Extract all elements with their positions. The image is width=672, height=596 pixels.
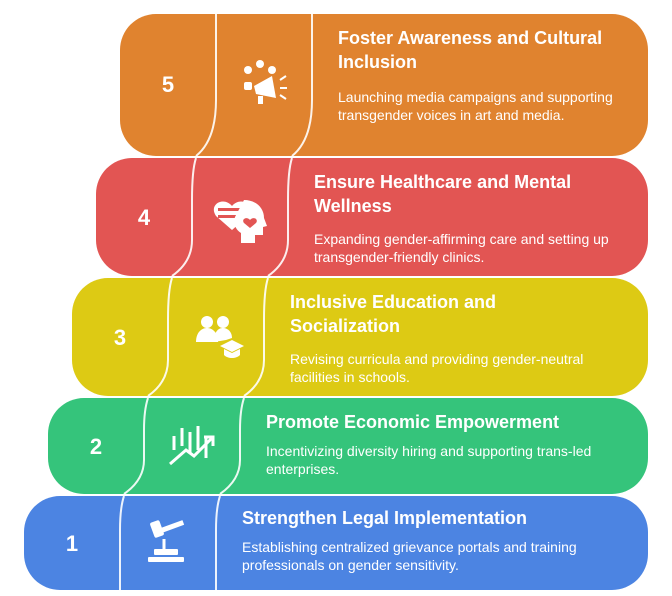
step-3-title: Inclusive Education and Socialization: [290, 292, 497, 336]
step-5-band: [120, 14, 648, 156]
people-icon-person-left-head: [201, 316, 213, 328]
step-3-description: Revising curricula and providing gender-…: [290, 351, 584, 385]
graduation-cap-top: [220, 340, 244, 352]
step-2-description: Incentivizing diversity hiring and suppo…: [266, 443, 592, 477]
megaphone-people-icon-person-left: [244, 66, 252, 74]
step-4-title: Ensure Healthcare and Mental Wellness: [314, 172, 572, 216]
step-1-band: [24, 496, 648, 590]
gavel-icon-base: [154, 549, 178, 555]
people-icon-person-right-body: [214, 328, 232, 342]
growth-chart-icon: [169, 426, 215, 466]
step-2-icon-frame: [123, 397, 245, 495]
people-graduation-cap-icon: [196, 316, 244, 358]
step-2-band: [48, 398, 648, 494]
people-icon-person-right-head: [217, 316, 229, 328]
step-4-icon-frame: [171, 157, 293, 277]
step-3-band: [72, 278, 648, 396]
megaphone-people-icon-handle: [244, 82, 252, 90]
step-4-description: Expanding gender-affirming care and sett…: [314, 231, 609, 265]
step-1-number: 1: [65, 531, 79, 556]
step-5-icon-frame: [195, 14, 313, 157]
step-3-number: 3: [113, 325, 127, 350]
megaphone-people-icon-sound: [279, 75, 287, 100]
heart-head-icon: [213, 200, 267, 243]
step-5-description: Launching media campaigns and supporting…: [338, 89, 613, 123]
gavel-icon-plate: [148, 557, 184, 562]
step-5-text: Foster Awareness and Cultural Inclusion …: [338, 26, 638, 124]
heart-head-icon-stripe-2: [218, 215, 246, 218]
step-5: [120, 14, 648, 157]
megaphone-people-icon-person-right: [268, 66, 276, 74]
step-2-text: Promote Economic Empowerment Incentivizi…: [266, 410, 636, 478]
step-2: [48, 397, 648, 495]
step-4-text: Ensure Healthcare and Mental Wellness Ex…: [314, 170, 634, 266]
step-5-title: Foster Awareness and Cultural Inclusion: [338, 28, 603, 72]
megaphone-people-icon-body: [254, 76, 276, 98]
growth-chart-icon-trend: [169, 436, 214, 466]
graduation-cap-band: [224, 349, 240, 358]
megaphone-people-icon: [244, 60, 287, 104]
gavel-icon-handle: [158, 520, 185, 534]
megaphone-people-icon-base: [258, 96, 263, 104]
step-1-icon-frame: [119, 495, 221, 590]
growth-chart-icon-arrowhead: [204, 435, 215, 446]
step-1-title: Strengthen Legal Implementation: [242, 508, 528, 528]
step-3-text: Inclusive Education and Socialization Re…: [290, 290, 630, 386]
step-1-text: Strengthen Legal Implementation Establis…: [242, 506, 632, 574]
step-4-number: 4: [137, 205, 151, 230]
step-3-icon-frame: [147, 277, 269, 397]
step-5-number: 5: [161, 72, 175, 97]
people-icon-person-left-body: [196, 328, 218, 342]
step-1: [24, 495, 648, 590]
step-4: [96, 157, 648, 277]
heart-head-icon-small-heart: [243, 218, 257, 228]
step-4-band: [96, 158, 648, 276]
step-2-title: Promote Economic Empowerment: [266, 412, 560, 432]
step-1-description: Establishing centralized grievance porta…: [242, 539, 577, 573]
heart-head-icon-stripe-1: [218, 208, 246, 211]
gavel-icon: [148, 520, 185, 562]
step-2-number: 2: [89, 434, 103, 459]
megaphone-people-icon-person-mid: [256, 60, 264, 68]
step-3: [72, 277, 648, 397]
